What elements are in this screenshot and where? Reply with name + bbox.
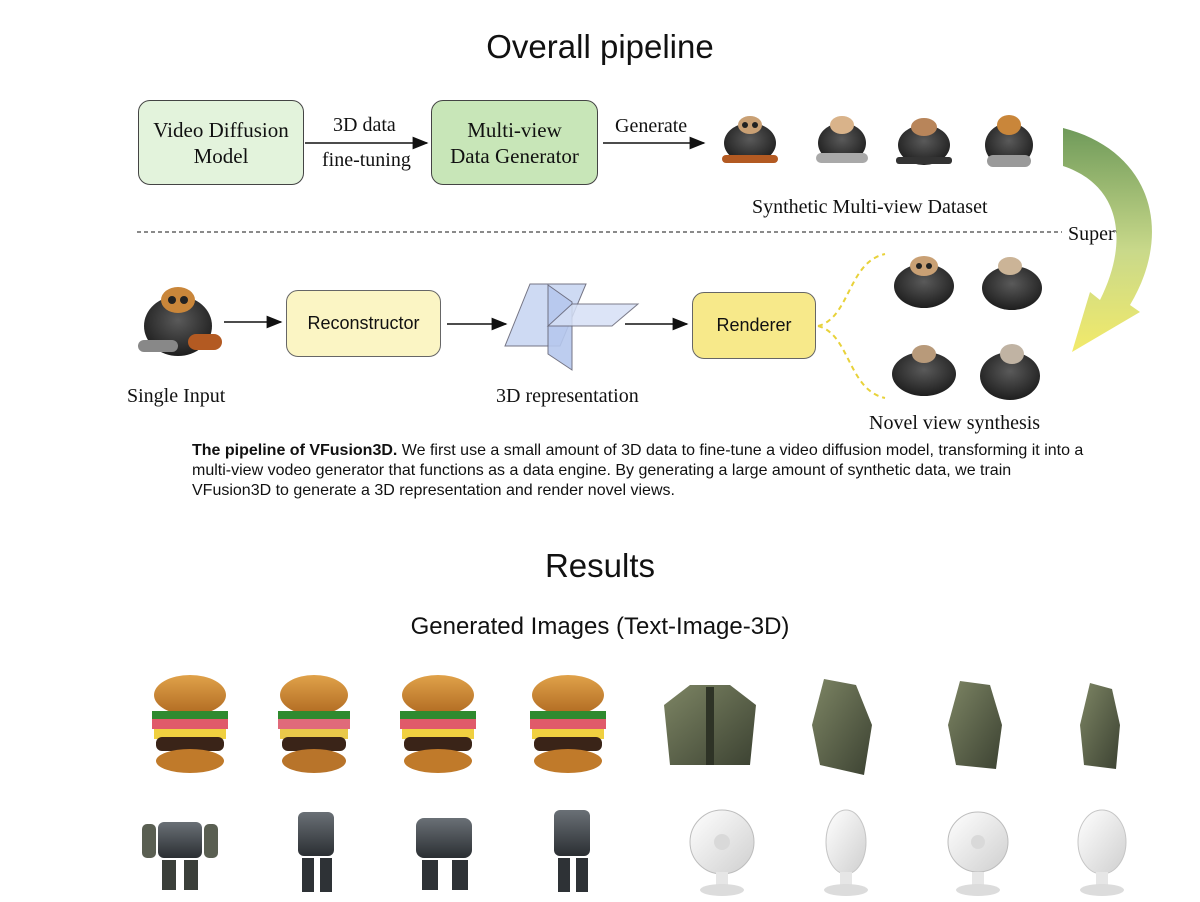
novel-view-thumbnail bbox=[980, 344, 1040, 400]
renderer-box: Renderer bbox=[692, 292, 816, 359]
burger-thumbnail bbox=[530, 675, 606, 773]
mech-thumbnail bbox=[554, 810, 590, 892]
jacket-thumbnail bbox=[812, 679, 872, 775]
arrow1-top-label: 3D data bbox=[333, 114, 396, 136]
burger-thumbnail bbox=[278, 675, 350, 773]
jacket-thumbnail bbox=[948, 681, 1002, 769]
jacket-thumbnail bbox=[1080, 683, 1120, 769]
generated-images-subtitle: Generated Images (Text-Image-3D) bbox=[410, 613, 790, 640]
novel-view-thumbnail bbox=[982, 257, 1042, 310]
mech-thumbnail bbox=[142, 822, 218, 890]
renderer-label: Renderer bbox=[716, 315, 792, 335]
pipeline-diagram-graphics bbox=[137, 115, 1152, 400]
arrow1-bottom-label: fine-tuning bbox=[322, 149, 411, 171]
3d-representation-label: 3D representation bbox=[496, 385, 639, 407]
synthetic-dataset-label: Synthetic Multi-view Dataset bbox=[752, 196, 988, 218]
novel-view-thumbnail bbox=[894, 256, 954, 308]
jacket-thumbnail bbox=[664, 685, 756, 765]
novel-view-thumbnail bbox=[892, 345, 956, 396]
results-title: Results bbox=[544, 547, 656, 584]
pipeline-figure: Video Diffusion Model 3D data fine-tunin… bbox=[0, 0, 1200, 440]
supervise-curved-arrow bbox=[1063, 128, 1152, 352]
generate-label: Generate bbox=[615, 115, 688, 137]
fan-thumbnail bbox=[1077, 809, 1127, 896]
fan-thumbnail bbox=[824, 809, 868, 896]
burger-thumbnail bbox=[400, 675, 476, 773]
fan-thumbnail bbox=[689, 809, 755, 896]
multiview-line2: Data Generator bbox=[450, 143, 579, 168]
robot-thumbnail bbox=[816, 116, 868, 163]
multiview-data-generator-box: Multi-view Data Generator bbox=[431, 100, 598, 185]
reconstructor-box: Reconstructor bbox=[286, 290, 441, 357]
robot-thumbnail bbox=[985, 115, 1033, 167]
single-input-label: Single Input bbox=[127, 385, 226, 407]
caption-text: We first use a small amount of 3D data t… bbox=[192, 442, 1084, 499]
novel-view-label: Novel view synthesis bbox=[869, 412, 1041, 434]
results-gallery bbox=[142, 675, 1127, 896]
overall-pipeline-title: Overall pipeline bbox=[486, 28, 714, 65]
reconstructor-label: Reconstructor bbox=[307, 313, 420, 333]
robot-thumbnail bbox=[896, 118, 952, 165]
pipeline-caption: The pipeline of VFusion3D. We first use … bbox=[192, 441, 1092, 501]
video-diffusion-model-box: Video Diffusion Model bbox=[138, 100, 304, 185]
renderer-bracket bbox=[817, 253, 886, 399]
burger-thumbnail bbox=[152, 675, 228, 773]
mech-thumbnail bbox=[416, 818, 472, 890]
fan-thumbnail bbox=[947, 811, 1009, 896]
multiview-line1: Multi-view bbox=[467, 117, 562, 142]
caption-bold: The pipeline of VFusion3D. bbox=[192, 442, 398, 459]
video-diffusion-line2: Model bbox=[193, 143, 249, 168]
robot-thumbnail bbox=[722, 116, 778, 163]
single-input-robot bbox=[138, 287, 222, 356]
mech-thumbnail bbox=[298, 812, 334, 892]
3d-planes-icon bbox=[504, 283, 640, 371]
video-diffusion-line1: Video Diffusion bbox=[153, 117, 289, 142]
